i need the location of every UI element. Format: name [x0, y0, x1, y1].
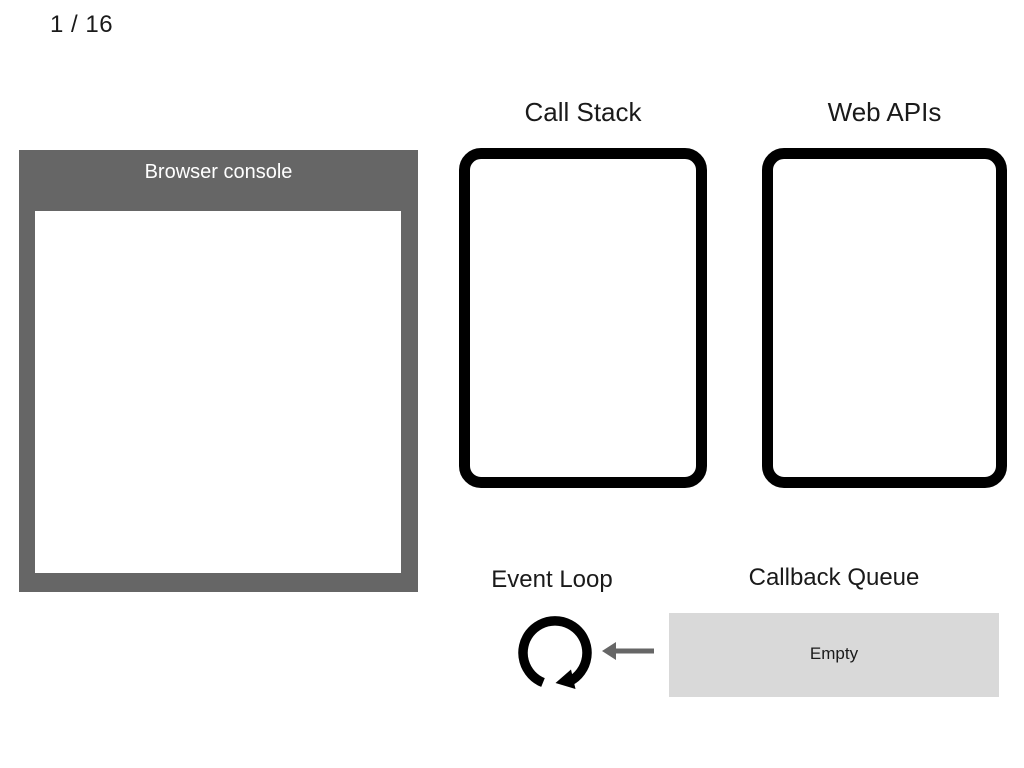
web-apis-box: [762, 148, 1007, 488]
browser-console-output[interactable]: [35, 211, 401, 573]
call-stack-frame-list: [470, 159, 696, 171]
browser-console-panel: Browser console: [19, 150, 418, 592]
browser-console-title: Browser console: [144, 161, 293, 183]
call-stack-heading: Call Stack: [524, 97, 642, 127]
circular-arrow-icon: [515, 613, 595, 693]
callback-queue-box: Empty: [669, 613, 999, 697]
web-apis-item-list: [773, 159, 996, 171]
event-loop-heading: Event Loop: [491, 566, 613, 593]
call-stack-box: [459, 148, 707, 488]
callback-queue-heading: Callback Queue: [748, 564, 920, 591]
arrow-left-icon: [600, 638, 654, 664]
callback-queue-status: Empty: [809, 644, 859, 663]
slide-counter: 1 / 16: [50, 11, 114, 38]
web-apis-heading: Web APIs: [827, 97, 942, 127]
console-log-list: [35, 211, 401, 223]
